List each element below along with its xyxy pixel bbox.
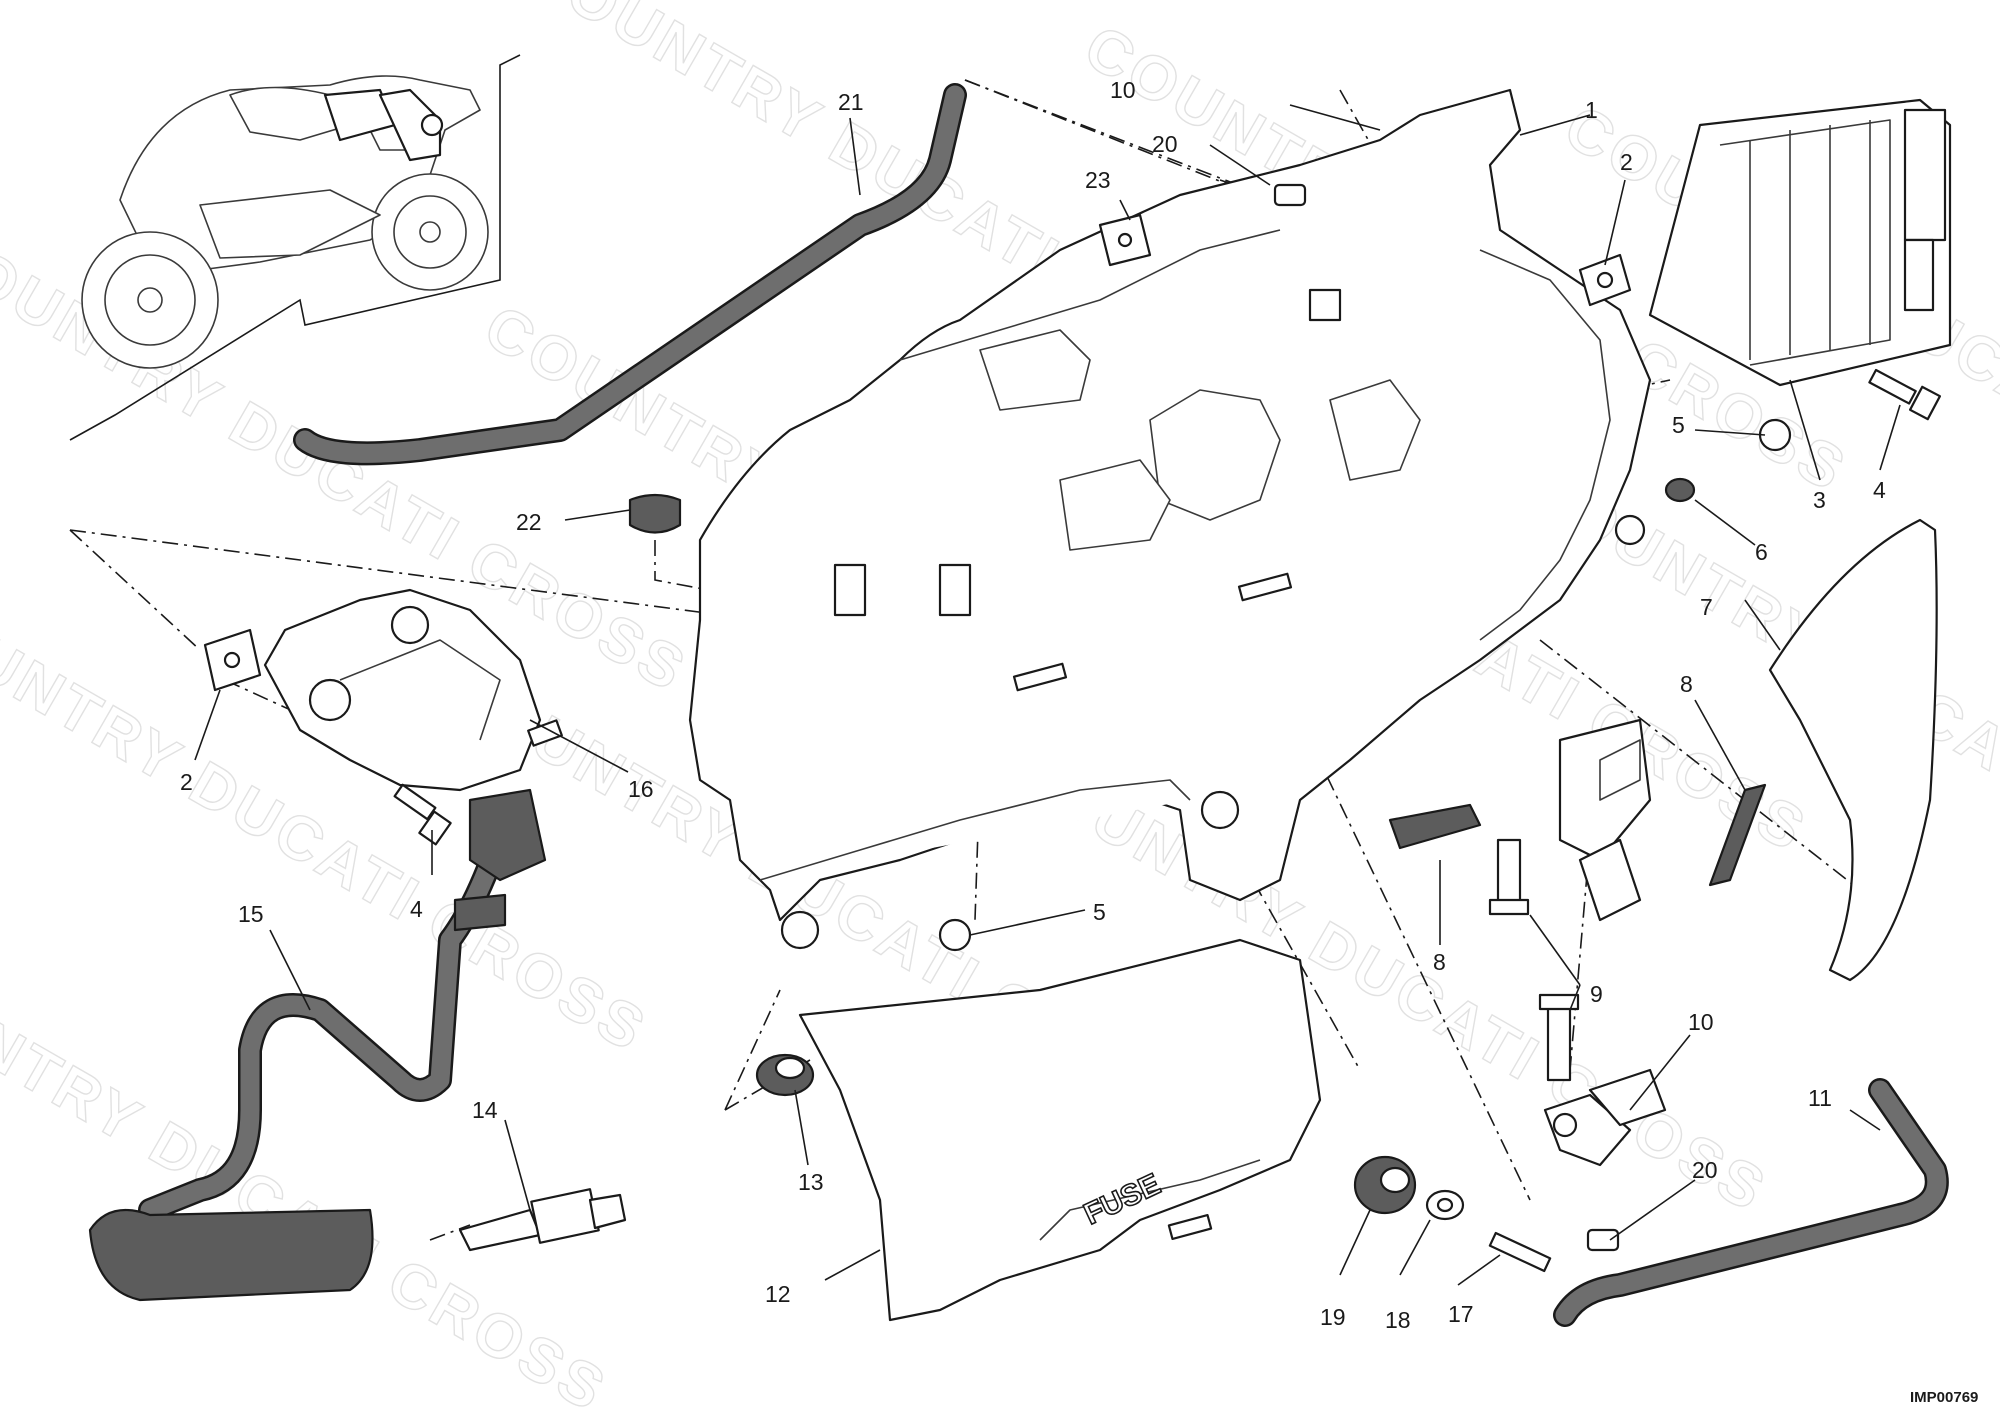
callout-13: 13 xyxy=(798,1169,824,1195)
callout-20: 20 xyxy=(1692,1157,1718,1183)
spark-plug-part-14 xyxy=(458,1188,627,1252)
ignition-coil-part-16 xyxy=(263,588,563,792)
bolt-part-17 xyxy=(1488,1231,1552,1273)
callout-23: 23 xyxy=(1085,167,1111,193)
callout-21: 21 xyxy=(838,89,864,115)
callout-5: 5 xyxy=(1093,899,1106,925)
callout-20: 20 xyxy=(1152,131,1178,157)
grommet-part-22 xyxy=(628,493,682,534)
rubber-strip-part-8 xyxy=(1388,783,1767,887)
callout-14: 14 xyxy=(472,1097,498,1123)
callout-17: 17 xyxy=(1448,1301,1474,1327)
grommet-part-6 xyxy=(1664,477,1696,503)
callout-19: 19 xyxy=(1320,1304,1346,1330)
callout-12: 12 xyxy=(765,1281,791,1307)
callout-15: 15 xyxy=(238,901,264,927)
callout-11: 11 xyxy=(1808,1085,1832,1111)
callout-2: 2 xyxy=(180,769,193,795)
clip-part-20 xyxy=(1273,183,1620,1252)
callout-6: 6 xyxy=(1755,539,1768,565)
bushing-part-19 xyxy=(1353,1155,1417,1215)
callout-9: 9 xyxy=(1590,981,1603,1007)
callout-2: 2 xyxy=(1620,149,1633,175)
side-cover-part-7 xyxy=(1768,518,1938,982)
hose-part-11 xyxy=(1553,1078,1949,1327)
callout-4: 4 xyxy=(410,896,423,922)
callout-16: 16 xyxy=(628,776,654,802)
breather-hose-part-21 xyxy=(293,83,967,466)
sensor-part-10-upper xyxy=(323,88,444,162)
washer-part-18 xyxy=(1425,1189,1465,1221)
callout-8: 8 xyxy=(1680,671,1693,697)
voltage-regulator-part-3 xyxy=(1648,98,1952,387)
callout-22: 22 xyxy=(516,509,542,535)
callout-5: 5 xyxy=(1672,412,1685,438)
callout-3: 3 xyxy=(1813,487,1826,513)
main-bracket-part-1 xyxy=(688,88,1652,950)
callout-4: 4 xyxy=(1873,477,1886,503)
bolt-part-9 xyxy=(1488,838,1580,1082)
callout-18: 18 xyxy=(1385,1307,1411,1333)
fuse-cover-part-12: FUSE xyxy=(798,938,1322,1322)
grommet-part-13 xyxy=(755,1053,815,1097)
screw-part-4 xyxy=(393,368,1942,846)
callout-1: 1 xyxy=(1585,97,1598,123)
sensor-part-10-lower xyxy=(1543,1068,1667,1167)
leader-lines xyxy=(194,104,1901,1286)
callout-labels: 1 2 2 3 4 4 5 5 6 7 8 8 9 10 10 11 12 13… xyxy=(180,77,1886,1333)
ht-lead-part-15 xyxy=(88,788,547,1302)
callout-7: 7 xyxy=(1700,594,1713,620)
clip-nut-part-2 xyxy=(203,253,1632,692)
callout-10: 10 xyxy=(1688,1009,1714,1035)
clip-nut-part-23 xyxy=(1098,213,1152,267)
callout-8: 8 xyxy=(1433,949,1446,975)
image-code: IMP00769 xyxy=(1910,1389,1978,1406)
callout-10: 10 xyxy=(1110,77,1136,103)
